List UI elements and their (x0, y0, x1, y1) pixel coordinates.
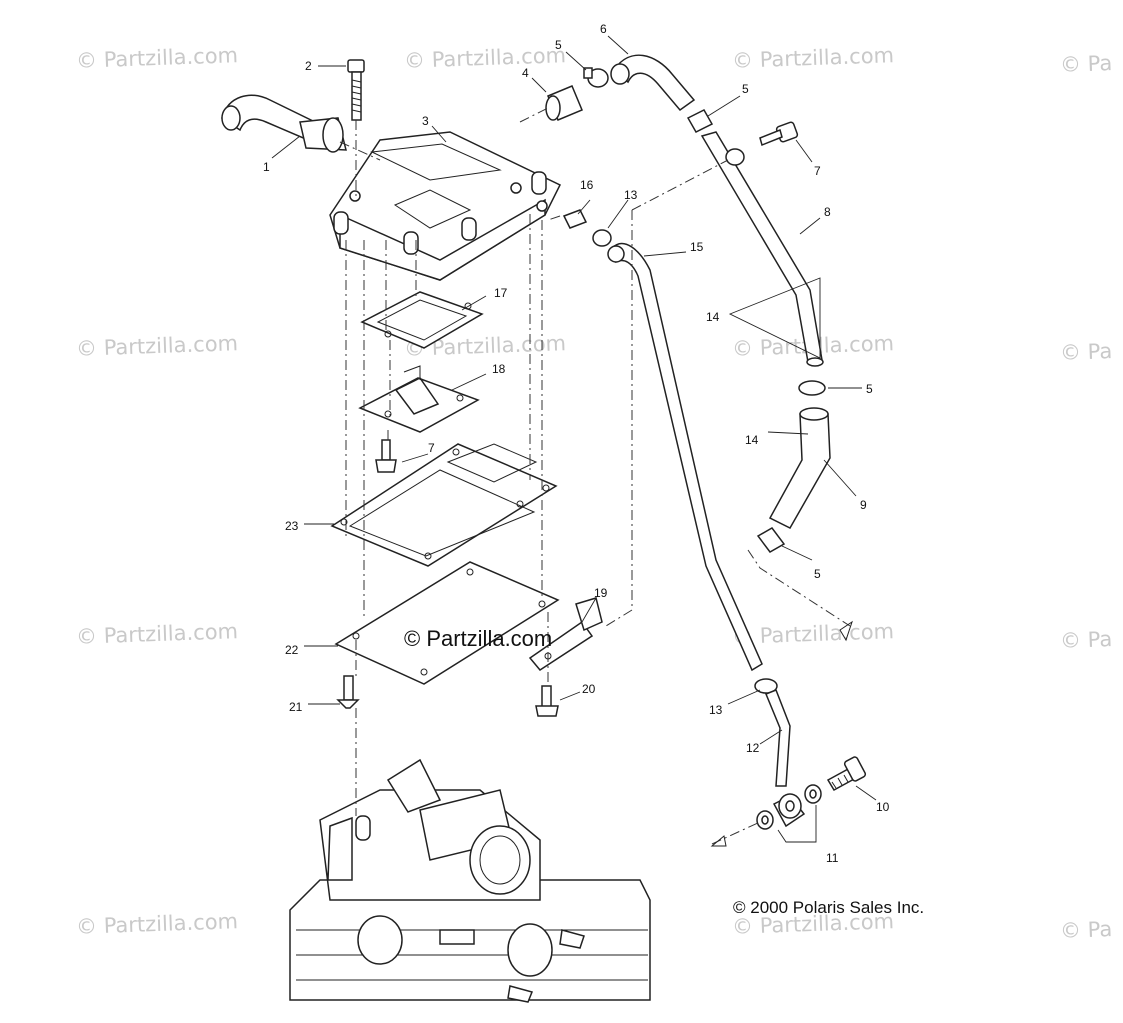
callout-2: 2 (305, 59, 312, 73)
part-20-bolt (535, 685, 559, 717)
callout-17: 17 (494, 286, 508, 300)
callout-13: 13 (709, 703, 723, 717)
center-watermark: © Partzilla.com (404, 626, 553, 651)
part-13-clamp-bottom (754, 678, 778, 694)
part-10-bolt (826, 756, 867, 792)
callout-5: 5 (866, 382, 873, 396)
flow-arrows (710, 620, 853, 847)
callout-20: 20 (582, 682, 596, 696)
callout-9: 9 (860, 498, 867, 512)
callout-19: 19 (594, 586, 608, 600)
callout-13: 13 (624, 188, 638, 202)
callout-22: 22 (285, 643, 299, 657)
callout-5: 5 (814, 567, 821, 581)
callout-14: 14 (706, 310, 720, 324)
callout-11: 11 (826, 851, 839, 865)
part-5-clamp-mid (686, 109, 714, 133)
part-19-bracket (528, 597, 603, 671)
part-1-elbow (221, 94, 347, 153)
callout-23: 23 (285, 519, 299, 533)
callout-14: 14 (745, 433, 759, 447)
callout-7: 7 (814, 164, 821, 178)
part-7-bolt-top (759, 121, 799, 147)
part-8-tee-hose (700, 131, 824, 367)
part-13-clamp-top (592, 229, 612, 247)
part-18-plate (358, 365, 480, 433)
part-9-elbow-hose (768, 407, 831, 529)
part-23-gasket (330, 443, 558, 567)
callout-16: 16 (580, 178, 594, 192)
callout-3: 3 (422, 114, 429, 128)
callout-5: 5 (555, 38, 562, 52)
callout-21: 21 (289, 700, 303, 714)
engine-cylinder-head (289, 758, 651, 1003)
callout-4: 4 (522, 66, 529, 80)
part-22-plate (334, 561, 560, 685)
part-6-hose (610, 54, 696, 112)
callout-10: 10 (876, 800, 890, 814)
part-7-bolt-mid (375, 439, 397, 473)
part-4-sleeve (545, 85, 583, 121)
callout-1: 1 (263, 160, 270, 174)
part-5-clamp-top (583, 67, 609, 88)
part-11-washers (756, 784, 822, 843)
part-15-long-hose (607, 242, 763, 672)
leader-lines (271, 35, 877, 801)
part-3-housing (329, 131, 562, 281)
part-5-clamp-lower (756, 527, 786, 553)
callout-7: 7 (428, 441, 435, 455)
callout-15: 15 (690, 240, 704, 254)
callout-18: 18 (492, 362, 506, 376)
copyright-notice: © 2000 Polaris Sales Inc. (733, 898, 925, 917)
part-12-tube (765, 689, 791, 787)
callout-5: 5 (742, 82, 749, 96)
callout-8: 8 (824, 205, 831, 219)
part-5-clamp-right (798, 380, 826, 396)
part-16-fitting (562, 209, 588, 229)
callout-6: 6 (600, 22, 607, 36)
part-17-gasket (360, 291, 484, 349)
part-21-screw (336, 675, 360, 709)
part-2-bolt (347, 59, 365, 121)
callout-12: 12 (746, 741, 760, 755)
assembly-lines (339, 107, 851, 816)
